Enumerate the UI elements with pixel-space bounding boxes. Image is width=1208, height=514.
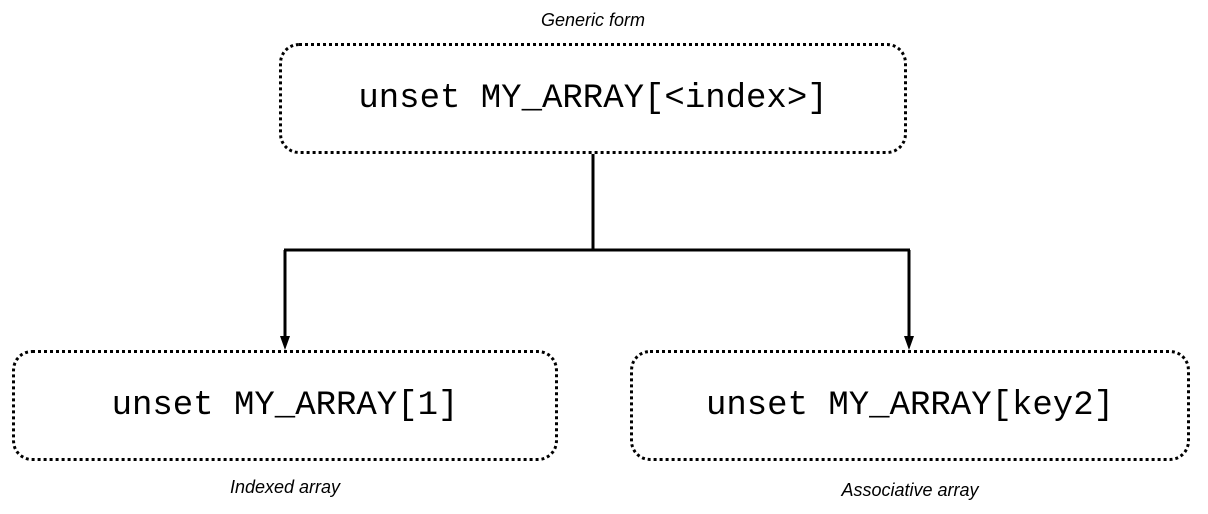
associative-array-caption: Associative array — [841, 480, 979, 500]
arrowhead-indexed — [280, 336, 290, 350]
associative-array-box: unset MY_ARRAY[key2] — [630, 350, 1190, 461]
indexed-array-box: unset MY_ARRAY[1] — [12, 350, 558, 461]
generic-form-command: unset MY_ARRAY[<index>] — [358, 79, 828, 118]
indexed-array-caption: Indexed array — [229, 477, 341, 497]
associative-array-command: unset MY_ARRAY[key2] — [705, 386, 1115, 425]
generic-form-box: unset MY_ARRAY[<index>] — [279, 43, 907, 154]
indexed-array-command: unset MY_ARRAY[1] — [111, 386, 459, 425]
generic-form-caption: Generic form — [540, 10, 646, 30]
arrowhead-associative — [904, 336, 914, 350]
